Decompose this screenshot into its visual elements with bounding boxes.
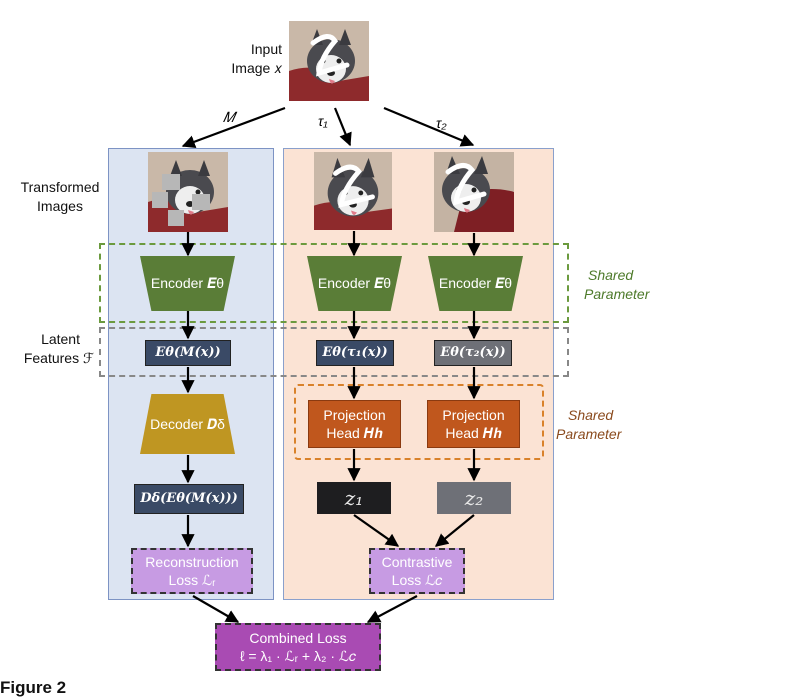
- projection-tau1-line2: Head 𝑯𝒉: [326, 425, 383, 441]
- combined-loss-line1: Combined Loss: [249, 630, 347, 646]
- masked-image: [148, 152, 228, 232]
- input-label-line1: Input: [250, 41, 282, 57]
- latent-features-label: Latent Features ℱ: [8, 330, 94, 368]
- tau1-image: [314, 152, 392, 230]
- shared-parameter-projection-label: Shared Parameter: [556, 406, 621, 444]
- projection-tau2-line1: Projection: [442, 407, 505, 423]
- encoder-masked-label: Encoder 𝑬θ: [150, 275, 225, 291]
- contrastive-loss: Contrastive Loss ℒ𝑐: [369, 548, 465, 594]
- tau2-image: [434, 152, 514, 232]
- transformed-line2: Images: [37, 198, 83, 214]
- embedding-z2: 𝑧₂: [437, 482, 511, 514]
- tau1-transform-label: τ₁: [318, 113, 328, 129]
- feature-tau1: 𝑬θ(𝝉₁(𝒙)): [316, 340, 394, 366]
- shared-parameter-encoder-label: Shared Parameter: [584, 266, 649, 304]
- shared2-line1: Shared: [568, 407, 614, 423]
- arrow-tau1: [333, 107, 352, 147]
- arrow-recloss-combined: [192, 595, 240, 623]
- mask-transform-label: 𝑀: [223, 109, 235, 125]
- projection-head-tau1: Projection Head 𝑯𝒉: [308, 400, 401, 448]
- arrow-tau2: [383, 106, 475, 147]
- encoder-masked: Encoder 𝑬θ: [140, 256, 235, 311]
- decoder-output: 𝑫δ(𝑬θ(𝑴(𝒙))): [134, 484, 244, 514]
- shared-encoder-region: [99, 243, 569, 323]
- shared1-line2: Parameter: [584, 286, 650, 302]
- encoder-tau1-label: Encoder 𝑬θ: [317, 275, 392, 291]
- combined-loss: Combined Loss ℓ = λ₁ · ℒᵣ + λ₂ · ℒ𝑐: [215, 623, 381, 671]
- embedding-z1: 𝑧₁: [317, 482, 391, 514]
- reconstruction-loss-line2: Loss ℒᵣ: [168, 572, 216, 588]
- combined-loss-formula: ℓ = λ₁ · ℒᵣ + λ₂ · ℒ𝑐: [239, 648, 357, 664]
- feature-tau2: 𝑬θ(𝝉₂(𝒙)): [434, 340, 512, 366]
- encoder-tau2-label: Encoder 𝑬θ: [438, 275, 513, 291]
- decoder-label: Decoder 𝑫δ: [150, 415, 225, 432]
- arrow-z2-contloss: [434, 514, 475, 547]
- decoder: Decoder 𝑫δ: [140, 394, 235, 454]
- reconstruction-loss-line1: Reconstruction: [145, 554, 239, 570]
- input-image: [289, 21, 369, 101]
- tau2-transform-label: τ₂: [436, 115, 447, 131]
- input-label-line2: Image 𝑥: [231, 60, 282, 76]
- arrow-contloss-combined: [366, 595, 418, 623]
- transformed-line1: Transformed: [20, 179, 100, 195]
- shared-projection-region: [294, 384, 544, 460]
- contrastive-loss-line2: Loss ℒ𝑐: [391, 572, 443, 588]
- shared2-line2: Parameter: [556, 426, 622, 442]
- latent-features-region: [99, 327, 569, 377]
- latent-line2: Features ℱ: [23, 350, 94, 366]
- input-image-label: Input Image 𝑥: [206, 40, 282, 78]
- encoder-tau2: Encoder 𝑬θ: [428, 256, 523, 311]
- projection-tau1-line1: Projection: [323, 407, 386, 423]
- arrow-mask: [181, 106, 286, 149]
- projection-tau2-line2: Head 𝑯𝒉: [445, 425, 502, 441]
- reconstruction-loss: Reconstruction Loss ℒᵣ: [131, 548, 253, 594]
- projection-head-tau2: Projection Head 𝑯𝒉: [427, 400, 520, 448]
- encoder-tau1: Encoder 𝑬θ: [307, 256, 402, 311]
- latent-line1: Latent: [41, 331, 80, 347]
- contrastive-loss-line1: Contrastive: [381, 554, 453, 570]
- shared1-line1: Shared: [588, 267, 634, 283]
- feature-masked: 𝑬θ(𝑴(𝒙)): [145, 340, 231, 366]
- transformed-images-label: Transformed Images: [14, 178, 106, 216]
- arrow-z1-contloss: [353, 514, 400, 547]
